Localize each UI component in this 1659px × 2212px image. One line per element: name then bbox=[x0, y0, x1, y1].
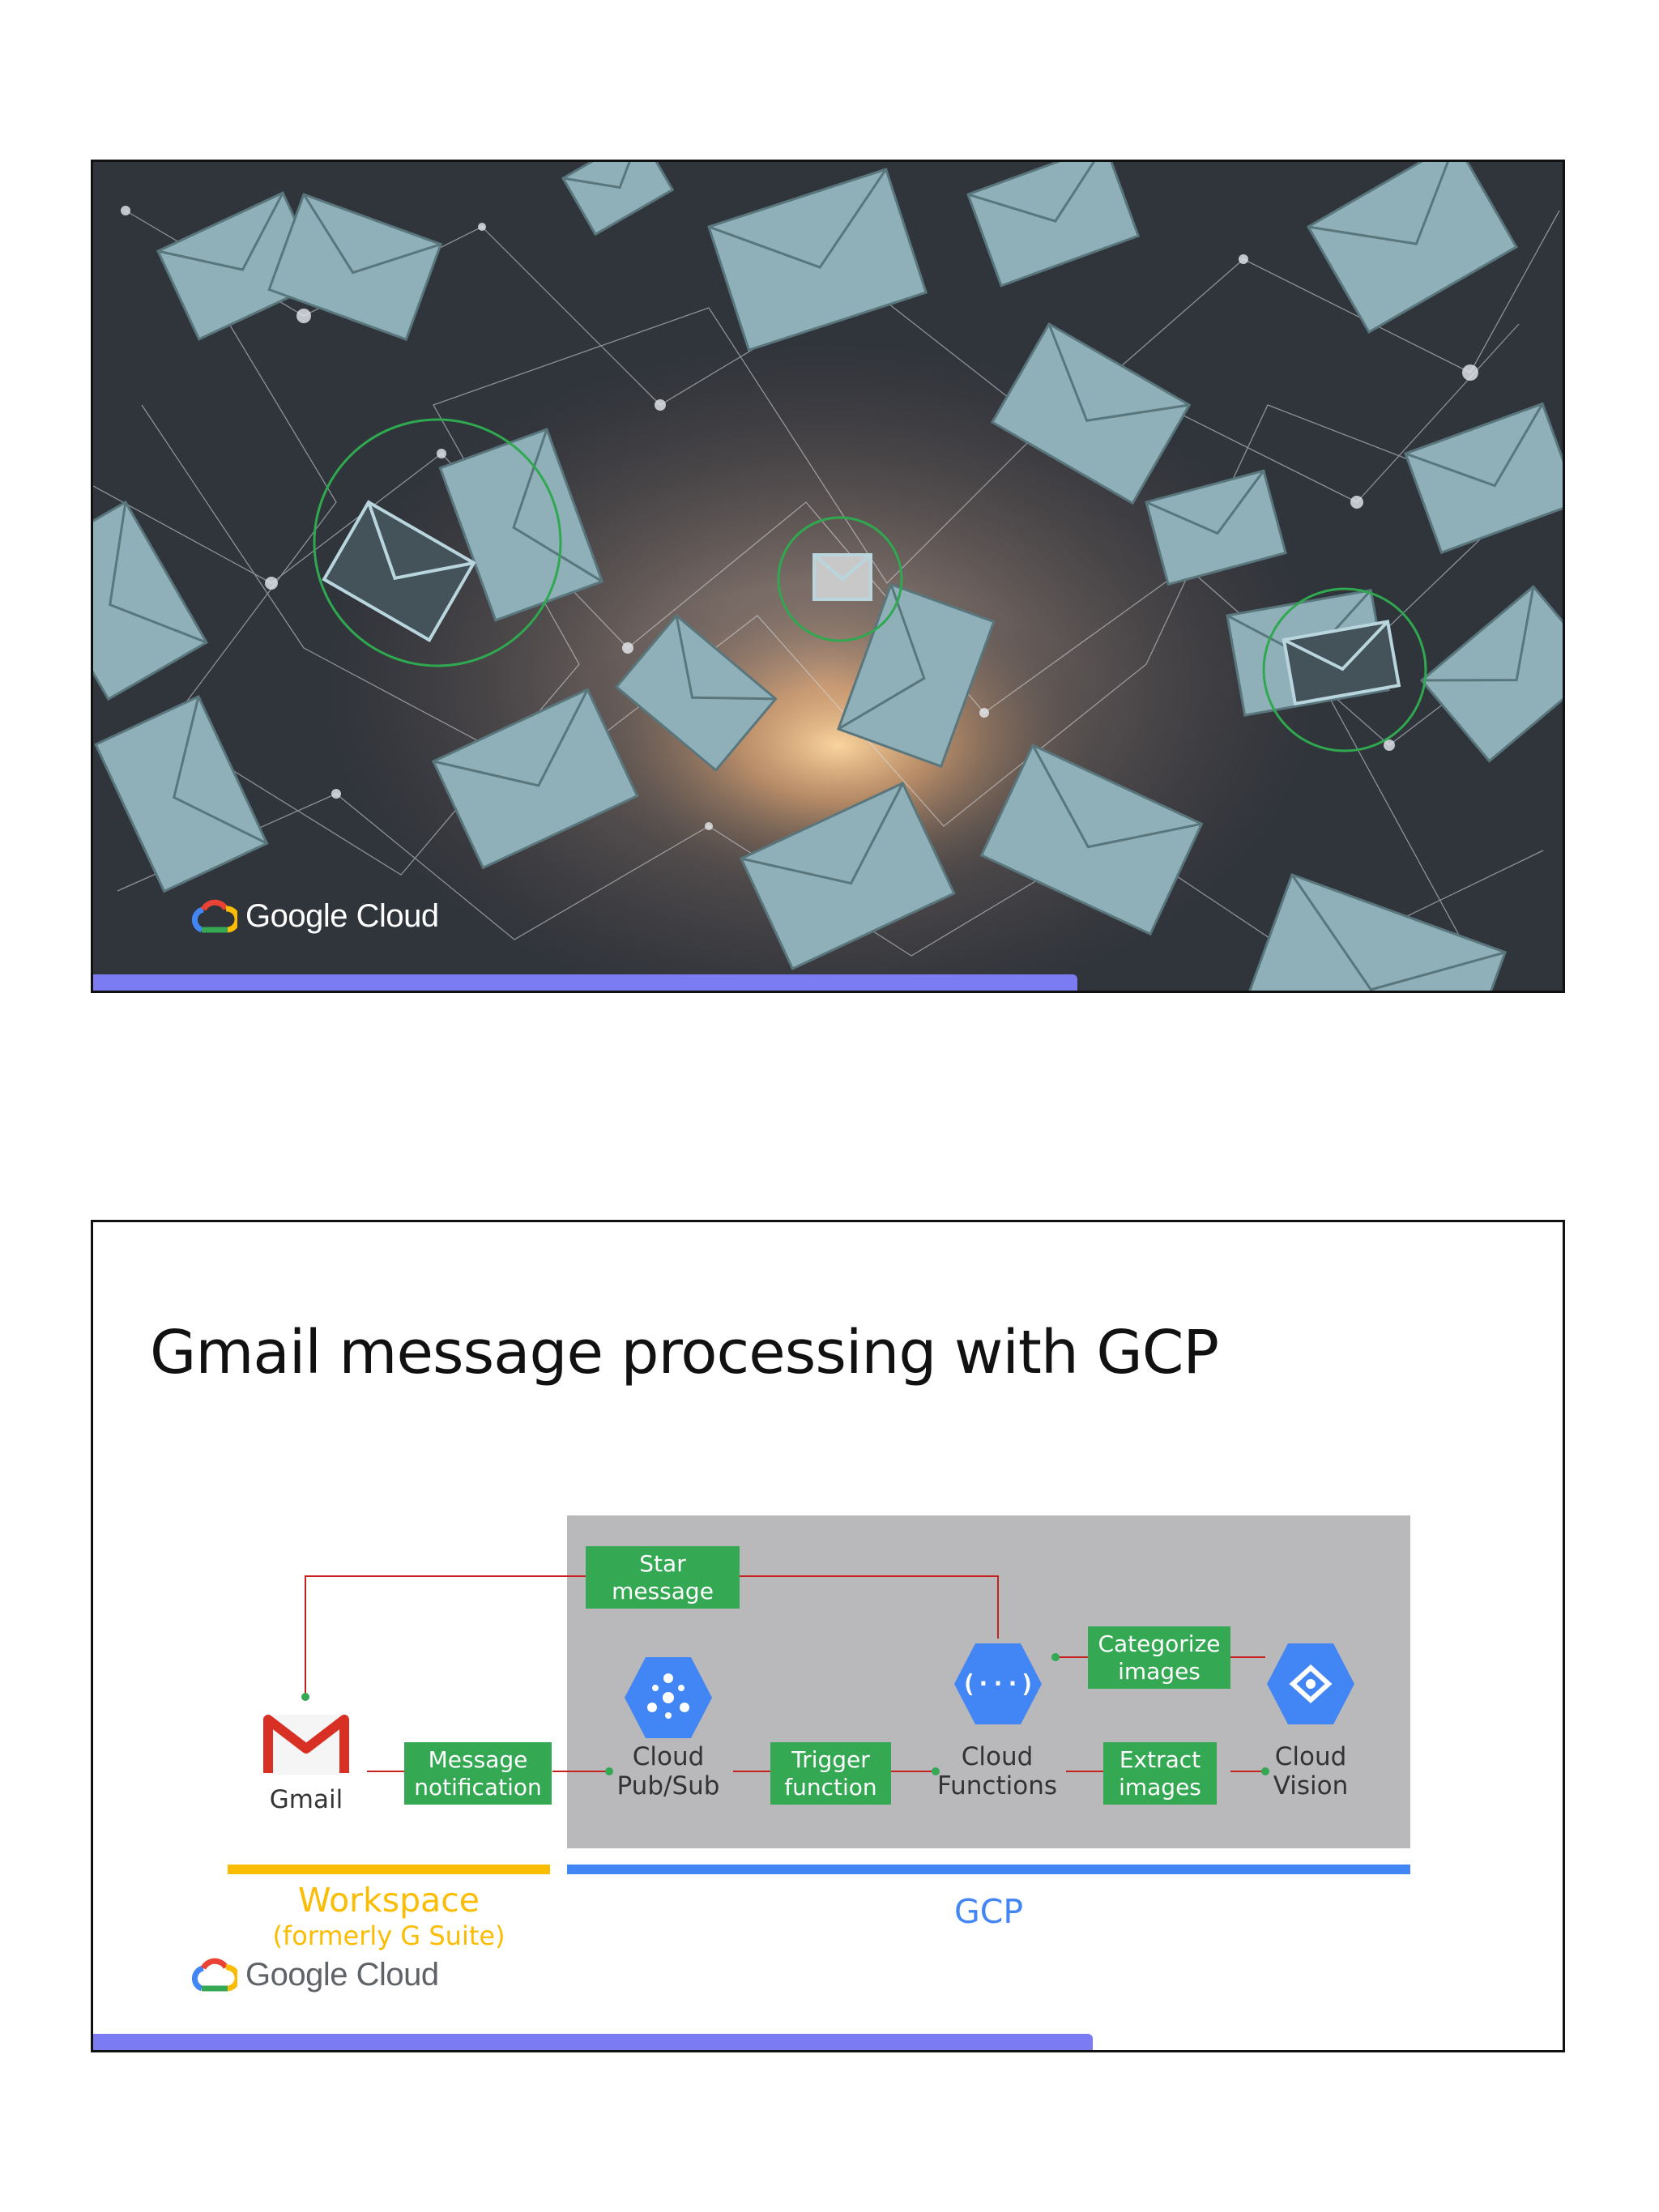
google-cloud-icon bbox=[191, 899, 237, 933]
workspace-bar bbox=[228, 1865, 550, 1874]
architecture-slide: Gmail message processing with GCP Gmail bbox=[91, 1220, 1565, 2052]
slide-title: Gmail message processing with GCP bbox=[150, 1318, 1219, 1387]
google-cloud-wordmark: Google Cloud bbox=[245, 897, 439, 934]
workspace-caption: Workspace bbox=[297, 1881, 480, 1920]
cloud-vision-icon bbox=[1267, 1643, 1354, 1724]
slide-progress-bar bbox=[93, 2034, 1093, 2050]
google-cloud-logo: Google Cloud bbox=[190, 897, 439, 935]
pubsub-label: Cloud Pub/Sub bbox=[616, 1742, 720, 1801]
message-notification-label: Message notification bbox=[404, 1742, 552, 1805]
slide-progress-bar bbox=[93, 974, 1078, 991]
categorize-images-label: Categorize images bbox=[1088, 1626, 1230, 1689]
google-cloud-logo: Google Cloud bbox=[190, 1956, 439, 1993]
cloud-vision-label: Cloud Vision bbox=[1273, 1742, 1349, 1801]
google-cloud-icon bbox=[191, 1958, 237, 1992]
gcp-caption: GCP bbox=[953, 1892, 1024, 1931]
google-cloud-wordmark: Google Cloud bbox=[245, 1956, 439, 1993]
gmail-icon bbox=[263, 1715, 349, 1775]
workspace-subcaption: (formerly G Suite) bbox=[272, 1920, 505, 1951]
intro-slide: Google Cloud bbox=[91, 160, 1565, 993]
cloud-functions-icon: (···) bbox=[954, 1643, 1042, 1724]
svg-text:(···): (···) bbox=[962, 1670, 1034, 1698]
extract-images-label: Extract images bbox=[1103, 1742, 1217, 1805]
cloud-functions-label: Cloud Functions bbox=[936, 1742, 1057, 1801]
pubsub-icon bbox=[625, 1657, 712, 1738]
star-message-label: Star message bbox=[586, 1546, 740, 1609]
gmail-label: Gmail bbox=[269, 1785, 343, 1814]
trigger-function-label: Trigger function bbox=[770, 1742, 891, 1805]
gcp-bar bbox=[567, 1865, 1410, 1874]
envelopes-network-illustration bbox=[93, 162, 1563, 991]
